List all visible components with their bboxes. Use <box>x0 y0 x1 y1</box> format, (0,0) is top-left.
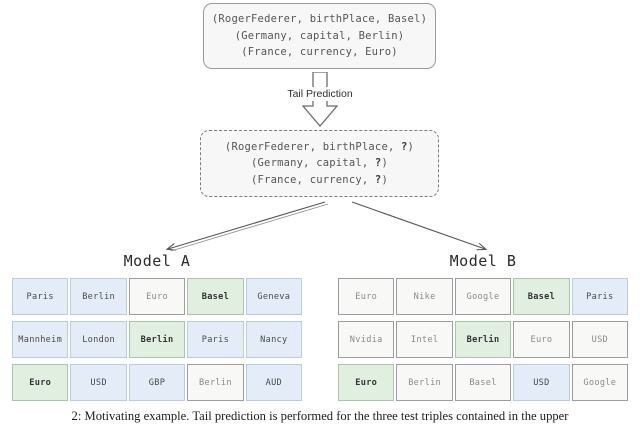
masked-triples-box: (RogerFederer, birthPlace, ?) (Germany, … <box>200 130 439 197</box>
test-triple-line: (France, currency, Euro) <box>241 46 398 59</box>
test-triple-line: (RogerFederer, birthPlace, Basel) <box>211 13 428 26</box>
mask-token: ? <box>401 140 408 153</box>
rank-cell[interactable]: AUD <box>245 364 303 401</box>
table-row: Paris Berlin Euro Basel Geneva <box>12 278 303 315</box>
rank-cell[interactable]: Google <box>571 364 629 401</box>
rank-cell[interactable]: USD <box>70 364 127 401</box>
down-block-arrow-icon <box>301 72 339 128</box>
rank-cell[interactable]: Nvidia <box>338 321 395 358</box>
table-row: Euro Nike Google Basel Paris <box>338 278 629 315</box>
rank-cell[interactable]: Basel <box>454 364 512 401</box>
rank-cell[interactable]: GBP <box>128 364 186 401</box>
rank-cell[interactable]: Nancy <box>245 321 303 358</box>
masked-triple-line: (Germany, capital, ?) <box>251 155 388 172</box>
tail-prediction-label: Tail Prediction <box>274 87 366 101</box>
rank-cell-correct[interactable]: Basel <box>187 278 244 315</box>
mask-token: ? <box>374 157 382 170</box>
rank-cell-correct[interactable]: Berlin <box>128 321 186 358</box>
model-b-ranking-table: Euro Nike Google Basel Paris Nvidia Inte… <box>338 278 629 401</box>
rank-cell[interactable]: USD <box>513 364 570 401</box>
figure-caption: 2: Motivating example. Tail prediction i… <box>71 409 569 423</box>
model-a-title: Model A <box>123 252 191 270</box>
table-row: Mannheim London Berlin Paris Nancy <box>12 321 303 358</box>
rank-cell-correct[interactable]: Berlin <box>454 321 512 358</box>
table-row: Nvidia Intel Berlin Euro USD <box>338 321 629 358</box>
masked-triple-line: (France, currency, ?) <box>251 172 388 189</box>
model-b-title: Model B <box>449 252 517 270</box>
masked-triple-suffix: ) <box>381 157 388 170</box>
rank-cell[interactable]: Euro <box>513 321 570 358</box>
test-triple-line: (Germany, capital, Berlin) <box>234 29 405 42</box>
arrow-down-left-icon-shadow <box>170 203 329 252</box>
rank-cell[interactable]: Berlin <box>187 364 244 401</box>
rank-cell[interactable]: Google <box>454 278 512 315</box>
model-a-panel: Model A Paris Berlin Euro Basel Geneva M… <box>12 252 303 401</box>
arrow-down-left-icon <box>168 201 326 249</box>
table-row: Euro Berlin Basel USD Google <box>338 364 629 401</box>
rank-cell[interactable]: London <box>70 321 127 358</box>
rank-cell-correct[interactable]: Euro <box>12 364 69 401</box>
mask-token: ? <box>374 173 382 186</box>
masked-triple-suffix: ) <box>407 140 415 153</box>
rank-cell[interactable]: Berlin <box>70 278 127 315</box>
table-row: Euro USD GBP Berlin AUD <box>12 364 303 401</box>
masked-triple-prefix: (Germany, capital, <box>251 157 375 170</box>
rank-cell[interactable]: Nike <box>396 278 453 315</box>
rank-cell[interactable]: Euro <box>338 278 395 315</box>
rank-cell[interactable]: Mannheim <box>12 321 69 358</box>
masked-triple-line: (RogerFederer, birthPlace, ?) <box>225 139 414 156</box>
rank-cell[interactable]: Euro <box>128 278 186 315</box>
branch-arrows <box>140 201 500 252</box>
test-triples-box: (RogerFederer, birthPlace, Basel) (Germa… <box>203 3 436 69</box>
rank-cell[interactable]: USD <box>571 321 629 358</box>
rank-cell[interactable]: Intel <box>396 321 453 358</box>
rank-cell[interactable]: Berlin <box>396 364 453 401</box>
masked-triple-prefix: (France, currency, <box>251 173 375 186</box>
rank-cell-correct[interactable]: Basel <box>513 278 570 315</box>
model-a-ranking-table: Paris Berlin Euro Basel Geneva Mannheim … <box>12 278 303 401</box>
rank-cell[interactable]: Paris <box>12 278 69 315</box>
model-b-panel: Model B Euro Nike Google Basel Paris Nvi… <box>338 252 629 401</box>
arrow-down-right-icon <box>351 201 485 249</box>
masked-triple-prefix: (RogerFederer, birthPlace, <box>224 140 402 153</box>
rank-cell[interactable]: Paris <box>571 278 629 315</box>
rank-cell[interactable]: Paris <box>187 321 244 358</box>
rank-cell[interactable]: Geneva <box>245 278 303 315</box>
masked-triple-suffix: ) <box>381 173 388 186</box>
rank-cell-correct[interactable]: Euro <box>338 364 395 401</box>
